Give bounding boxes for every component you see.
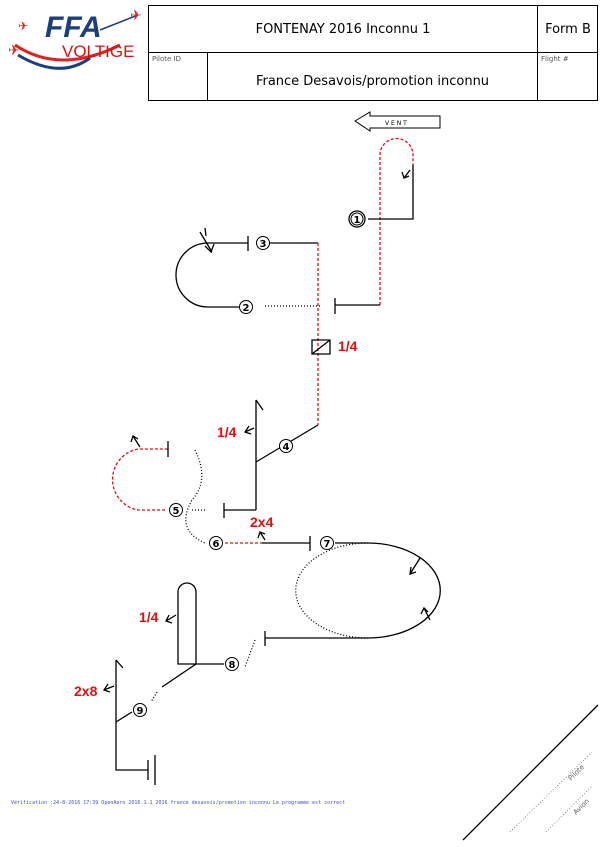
pilot-id-label: Pilote ID xyxy=(149,53,208,101)
roll-label-fig3: 1/4 xyxy=(338,338,358,354)
roll-label-fig9: 2x8 xyxy=(74,683,98,699)
logo-ffa-text: FFA xyxy=(45,11,102,44)
roll-label-fig4: 1/4 xyxy=(217,424,237,440)
svg-text:✈: ✈ xyxy=(130,8,142,24)
figure-3-number: 3 xyxy=(256,236,270,250)
svg-text:✈: ✈ xyxy=(18,19,28,33)
figure-1-start-circle xyxy=(348,210,366,228)
form-label: Form B xyxy=(538,6,598,53)
wind-label: V E N T xyxy=(385,120,407,127)
sequence-title: FONTENAY 2016 Inconnu 1 xyxy=(149,6,538,53)
figure-7-number: 7 xyxy=(320,536,334,550)
svg-text:3: 3 xyxy=(260,239,267,250)
figure-1-path xyxy=(368,165,414,220)
flight-number-label: Flight # xyxy=(541,55,569,63)
pilot-label: Pilote xyxy=(567,763,586,782)
svg-text:4: 4 xyxy=(283,442,290,453)
header-table: FONTENAY 2016 Inconnu 1 Form B Pilote ID… xyxy=(148,5,598,101)
svg-text:1: 1 xyxy=(354,215,361,226)
figure-5-number: 5 xyxy=(169,503,183,517)
figure-6-number: 6 xyxy=(209,536,223,550)
svg-text:9: 9 xyxy=(137,706,144,717)
ffa-logo: FFA VOLTIGE ✈ ✈ ✈ xyxy=(8,8,142,70)
figure-1-inverted-path xyxy=(379,137,414,305)
figure-9-number: 9 xyxy=(133,703,147,717)
svg-text:2: 2 xyxy=(243,303,250,314)
sequence-name: France Desavois/promotion inconnu xyxy=(208,53,538,101)
figure-1-number: 1 xyxy=(350,212,364,226)
svg-text:7: 7 xyxy=(324,539,331,550)
svg-text:5: 5 xyxy=(173,506,180,517)
plane-label: Avion xyxy=(572,797,591,816)
wind-arrow: V E N T xyxy=(354,111,441,132)
svg-text:8: 8 xyxy=(229,660,236,671)
svg-text:✈: ✈ xyxy=(8,43,20,59)
figure-2-number: 2 xyxy=(239,300,253,314)
figure-4-number: 4 xyxy=(279,439,293,453)
figure-8-number: 8 xyxy=(225,657,239,671)
logo-voltige-text: VOLTIGE xyxy=(62,42,134,61)
roll-label-fig6: 2x4 xyxy=(250,514,274,530)
verification-text: Vérification :24-8-2016 17:39 OpenAero 2… xyxy=(11,800,346,806)
svg-text:6: 6 xyxy=(213,539,220,550)
roll-label-fig8: 1/4 xyxy=(139,609,159,625)
